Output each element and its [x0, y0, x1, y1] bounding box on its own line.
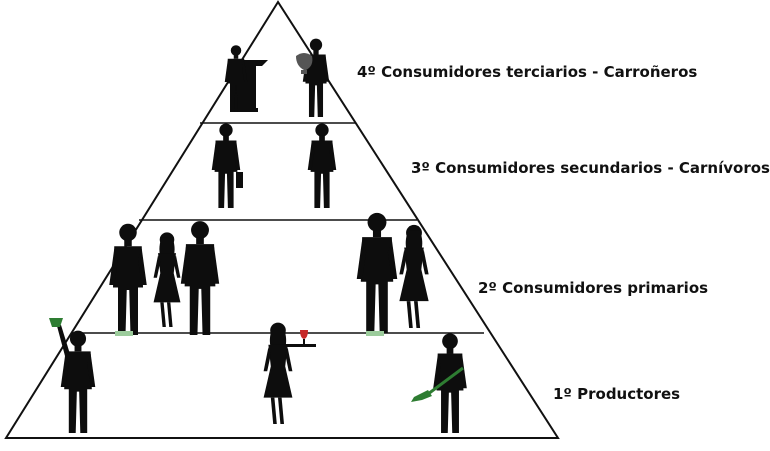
shovel-icon — [411, 366, 464, 402]
person-silhouette — [211, 123, 241, 208]
person-silhouette — [263, 322, 293, 424]
level-4-label: 4º Consumidores terciarios - Carroñeros — [357, 63, 698, 81]
level-1-figures — [49, 318, 467, 433]
level-2-label: 2º Consumidores primarios — [478, 279, 709, 297]
trophy-icon — [296, 53, 313, 74]
person-silhouette — [356, 212, 398, 333]
person-silhouette — [433, 333, 467, 433]
person-silhouette — [180, 221, 220, 335]
person-silhouette — [153, 232, 181, 327]
level-3-label: 3º Consumidores secundarios - Carnívoros — [411, 159, 770, 177]
glass-icon — [49, 318, 63, 327]
wine-glass-icon — [284, 330, 316, 347]
person-silhouette — [399, 224, 429, 328]
person-silhouette — [307, 123, 337, 208]
person-silhouette — [57, 325, 96, 433]
level-3-figures — [211, 123, 337, 208]
level-1-label: 1º Productores — [553, 385, 681, 403]
person-silhouette — [302, 38, 330, 117]
level-2-figures — [109, 212, 429, 336]
level-4-figures — [224, 38, 330, 117]
person-silhouette — [109, 223, 147, 335]
briefcase-icon — [236, 172, 243, 188]
